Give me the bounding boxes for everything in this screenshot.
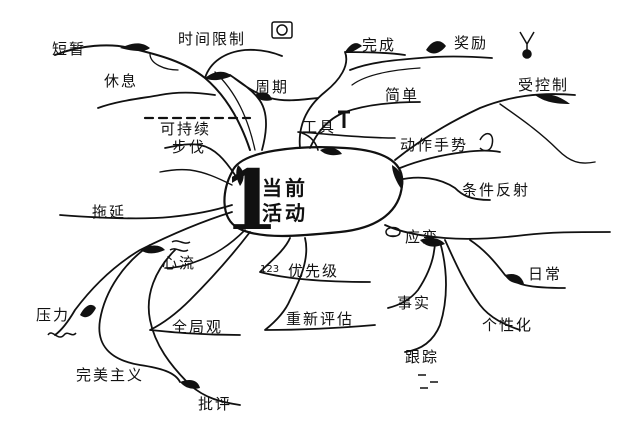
label-track: 跟踪 <box>405 348 440 366</box>
branch-procrastinate <box>59 204 233 220</box>
branch-response <box>384 224 611 240</box>
squiggle-icon <box>47 332 77 338</box>
branch-sustainable <box>164 143 236 176</box>
branch-perfectionism <box>98 244 181 383</box>
medal-icon <box>519 31 535 50</box>
label-rest: 休息 <box>104 72 139 90</box>
branch-reflex <box>397 176 491 201</box>
label-priority: 优先级 <box>288 262 340 280</box>
label-perfectionism: 完美主义 <box>76 366 145 384</box>
footprints-icon <box>418 374 438 389</box>
face-icon <box>385 226 401 238</box>
branch-overview <box>149 231 251 336</box>
label-complete: 完成 <box>362 36 397 54</box>
branch-gesture <box>399 149 501 169</box>
center-title-line2: 活动 <box>262 201 308 225</box>
label-daily: 日常 <box>528 265 563 283</box>
label-criticism: 批评 <box>198 395 233 413</box>
label-controlled: 受控制 <box>518 76 570 94</box>
label-reflex: 条件反射 <box>462 181 531 199</box>
label-priority-numbers: 123 <box>260 264 280 275</box>
center-node-outline <box>223 146 404 238</box>
clock-icon <box>271 21 293 39</box>
branch-fact <box>387 239 436 309</box>
label-tool: 工具 <box>302 118 337 136</box>
label-pace: 步伐 <box>172 138 207 156</box>
branch-criticism <box>147 249 241 406</box>
branch-priority <box>259 237 371 283</box>
label-gesture: 动作手势 <box>400 136 469 154</box>
label-reward: 奖励 <box>454 34 489 52</box>
label-flow: 心流 <box>162 254 197 272</box>
branch-time-limit <box>204 48 283 79</box>
label-simple: 简单 <box>385 86 420 104</box>
branch-top <box>54 44 251 151</box>
label-personalize: 个性化 <box>482 316 534 334</box>
branch-pressure <box>54 211 233 336</box>
hammer-icon <box>338 110 350 128</box>
label-time-limit: 时间限制 <box>178 30 247 48</box>
center-number: 1 <box>222 153 280 249</box>
label-pressure: 压力 <box>36 306 71 324</box>
label-procrastinate: 拖延 <box>92 203 127 221</box>
flow-wave-icon <box>169 240 191 252</box>
branch-pace <box>159 168 233 186</box>
label-overview: 全局观 <box>172 318 224 336</box>
branch-personalize <box>444 239 521 331</box>
branch-reassess <box>264 237 376 331</box>
gesture-icon <box>479 133 494 152</box>
center-title: 当前 活动 <box>262 176 308 226</box>
branch-tool <box>297 131 396 151</box>
branch-rest <box>97 91 216 109</box>
label-period: 周期 <box>255 78 290 96</box>
label-fact: 事实 <box>397 294 432 312</box>
label-reassess: 重新评估 <box>286 310 355 328</box>
label-sustainable: 可持续 <box>160 120 212 138</box>
branch-flow <box>164 229 246 269</box>
branch-track <box>404 241 447 353</box>
center-title-line1: 当前 <box>262 176 308 200</box>
branch-complete <box>298 51 406 149</box>
label-short: 短暂 <box>52 40 87 58</box>
label-response: 应变 <box>405 228 440 246</box>
